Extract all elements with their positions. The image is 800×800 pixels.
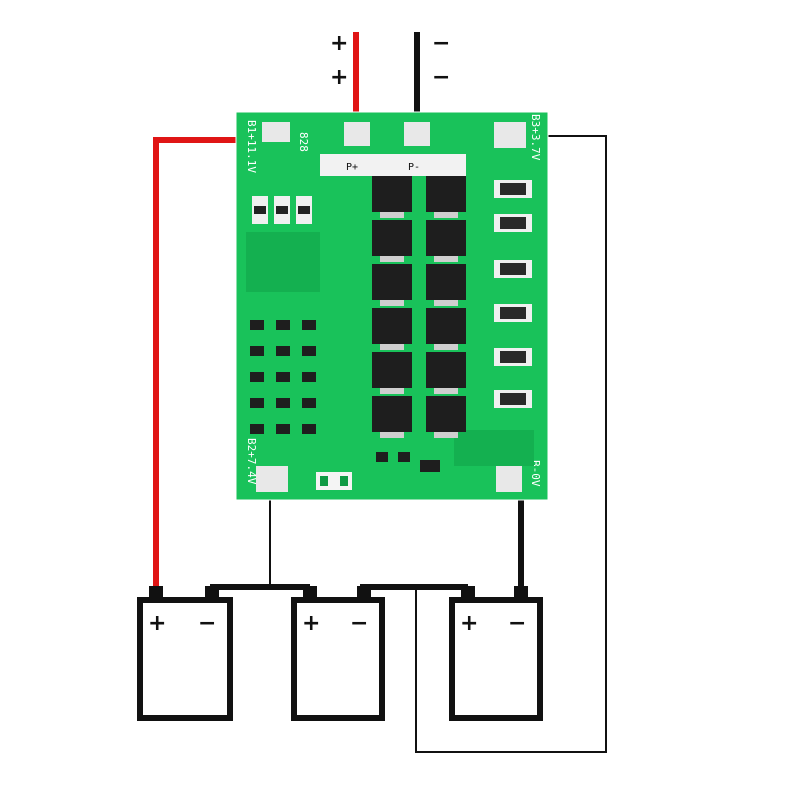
label-b3: B3+3.7V xyxy=(529,114,542,161)
battery-negative-terminal xyxy=(514,586,528,600)
b0-pad xyxy=(496,466,522,492)
mosfet xyxy=(372,308,412,344)
output-positive-symbol-2: + xyxy=(330,65,348,90)
output-pad-strip xyxy=(320,154,466,176)
b1-pad xyxy=(262,122,290,142)
mosfet xyxy=(426,176,466,212)
b3-sense-wire xyxy=(415,135,607,753)
top-left-resistors xyxy=(252,196,312,224)
battery-negative-symbol: − xyxy=(350,611,368,636)
label-code: 828 xyxy=(297,132,310,152)
mosfet xyxy=(426,352,466,388)
battery-negative-terminal xyxy=(357,586,371,600)
mosfet-array xyxy=(372,176,466,438)
board-trace-bottom xyxy=(454,430,534,466)
mosfet xyxy=(372,220,412,256)
battery-positive-symbol: + xyxy=(302,611,320,636)
jumper-pad-hole-2 xyxy=(340,476,348,486)
label-b1: B1+11.1V xyxy=(245,120,258,173)
battery-positive-symbol: + xyxy=(460,611,478,636)
battery-positive-terminal xyxy=(303,586,317,600)
mosfet xyxy=(426,220,466,256)
label-b2: B2+7.4V xyxy=(245,438,258,485)
battery-negative-symbol: − xyxy=(508,611,526,636)
battery-negative-symbol: − xyxy=(198,611,216,636)
b1-positive-wire xyxy=(153,137,260,590)
battery-2: + − xyxy=(291,586,385,721)
b2-pad xyxy=(256,466,288,492)
battery-body xyxy=(137,597,233,721)
board-trace-left xyxy=(246,232,320,292)
mosfet xyxy=(372,352,412,388)
output-positive-symbol-1: + xyxy=(330,31,348,56)
mosfet xyxy=(426,308,466,344)
b3-pad xyxy=(494,122,526,148)
jumper-pad-hole-1 xyxy=(320,476,328,486)
label-b0: B-0V xyxy=(529,460,542,487)
protection-ic-area xyxy=(250,320,440,472)
label-p-pos: P+ xyxy=(346,162,358,173)
battery-3: + − xyxy=(449,586,543,721)
mosfet xyxy=(426,396,466,432)
p-pos-pad xyxy=(344,122,370,146)
mosfet xyxy=(372,264,412,300)
battery-positive-terminal xyxy=(149,586,163,600)
mosfet xyxy=(372,176,412,212)
battery-wires xyxy=(153,135,607,753)
battery-body xyxy=(449,597,543,721)
battery-body xyxy=(291,597,385,721)
output-negative-symbol-2: − xyxy=(432,65,450,90)
battery-positive-terminal xyxy=(461,586,475,600)
mosfet xyxy=(426,264,466,300)
label-p-neg: P- xyxy=(408,162,420,173)
battery-negative-terminal xyxy=(205,586,219,600)
bms-board: B1+11.1V 828 B3+3.7V B2+7.4V B-0V P+ P- xyxy=(235,111,549,501)
mosfet xyxy=(372,396,412,432)
balance-resistors xyxy=(494,180,532,408)
output-negative-symbol-1: − xyxy=(432,31,450,56)
battery-1: + − xyxy=(137,586,233,721)
battery-positive-symbol: + xyxy=(148,611,166,636)
p-neg-pad xyxy=(404,122,430,146)
